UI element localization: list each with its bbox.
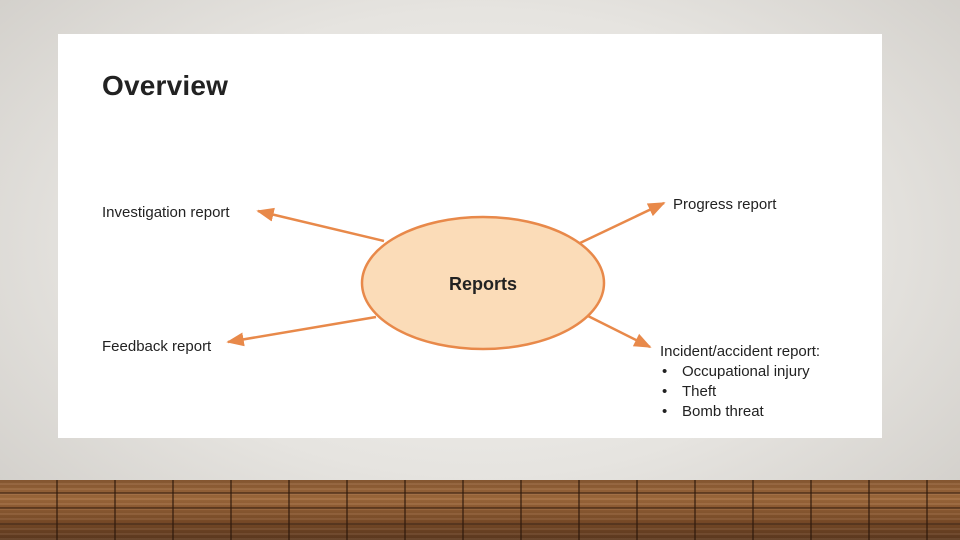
- list-item: • Occupational injury: [660, 362, 820, 382]
- incident-report-heading: Incident/accident report:: [660, 343, 821, 360]
- investigation-report-label: Investigation report: [102, 204, 230, 221]
- arrow-to-investigation: [256, 207, 385, 243]
- incident-report-list: • Occupational injury • Theft • Bomb threat: [660, 362, 820, 422]
- wood-floor-decoration: [0, 480, 960, 540]
- feedback-report-label: Feedback report: [102, 338, 212, 355]
- incident-item-label: Theft: [682, 383, 717, 400]
- arrow-to-progress: [579, 201, 666, 245]
- slide-title: Overview: [102, 70, 229, 101]
- reports-center-label: Reports: [449, 274, 517, 294]
- progress-report-label: Progress report: [673, 196, 777, 213]
- bullet-icon: •: [662, 383, 668, 400]
- bullet-icon: •: [662, 363, 668, 380]
- list-item: • Theft: [660, 382, 820, 402]
- incident-item-label: Bomb threat: [682, 403, 764, 420]
- slide-panel: Overview Reports Investigation report Pr…: [58, 34, 882, 438]
- reports-ellipse: [360, 215, 606, 351]
- incident-report-block: Incident/accident report: • Occupational …: [660, 343, 820, 422]
- arrow-to-incident: [587, 314, 652, 349]
- incident-item-label: Occupational injury: [682, 363, 810, 380]
- list-item: • Bomb threat: [660, 402, 820, 422]
- arrow-to-feedback: [226, 315, 377, 347]
- bullet-icon: •: [662, 403, 668, 420]
- diagram-canvas: Reports: [226, 201, 666, 351]
